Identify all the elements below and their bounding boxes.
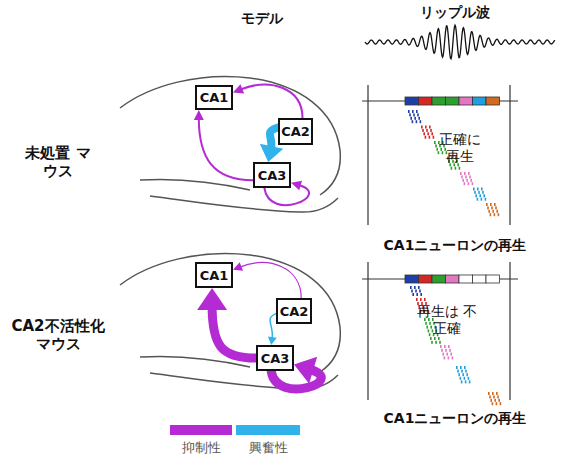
arrow-line: [271, 369, 321, 389]
region-name: CA2: [280, 304, 309, 319]
text-label: リップル波: [405, 4, 505, 21]
text-label: 正確に 再生: [433, 131, 488, 165]
arrow-head: [268, 336, 277, 345]
brain-outline: [120, 77, 340, 213]
arrow-line: [212, 306, 256, 358]
region-box: CA3: [253, 162, 291, 188]
legend-text: 興奮性: [249, 439, 288, 457]
region-name: CA1: [200, 90, 229, 105]
region-name: CA1: [200, 268, 229, 283]
region-name: CA3: [261, 351, 290, 366]
text-label: 未処置 マウス: [23, 144, 93, 180]
arrow-line: [199, 118, 253, 180]
text-label: CA2不活性化 マウス: [6, 317, 111, 353]
text-label: 再生は 不正確: [416, 303, 478, 337]
projection-arrow: [233, 84, 303, 118]
arrow-head: [194, 110, 204, 120]
arrow-head: [233, 84, 244, 93]
arrow-head: [197, 288, 227, 310]
arrow-head: [294, 357, 317, 384]
text-label: モデル: [222, 10, 302, 27]
brain-outline: [120, 254, 340, 390]
projection-arrow: [197, 288, 256, 358]
region-box: CA2: [278, 118, 313, 145]
region-box: CA2: [276, 298, 312, 324]
text-label: CA1ニューロンの再生: [360, 237, 550, 254]
projection-arrow: [233, 262, 301, 298]
region-box: CA1: [195, 262, 233, 288]
ripple-trace: [365, 25, 555, 59]
arrow-line: [270, 127, 278, 149]
region-name: CA2: [281, 124, 310, 139]
arrow-head: [260, 144, 283, 162]
legend-text: 抑制性: [182, 439, 221, 457]
arrow-head: [233, 262, 243, 270]
arrow-line: [240, 263, 302, 298]
arrow-head: [291, 181, 302, 191]
arrow-line: [240, 85, 302, 118]
legend-swatch: [170, 425, 232, 435]
text-label: CA1ニューロンの再生: [360, 410, 550, 427]
arrow-line: [264, 185, 309, 205]
projection-arrow: [194, 110, 253, 180]
legend-swatch: [236, 425, 300, 435]
region-box: CA3: [256, 345, 294, 371]
region-name: CA3: [258, 168, 287, 183]
region-box: CA1: [195, 85, 233, 110]
